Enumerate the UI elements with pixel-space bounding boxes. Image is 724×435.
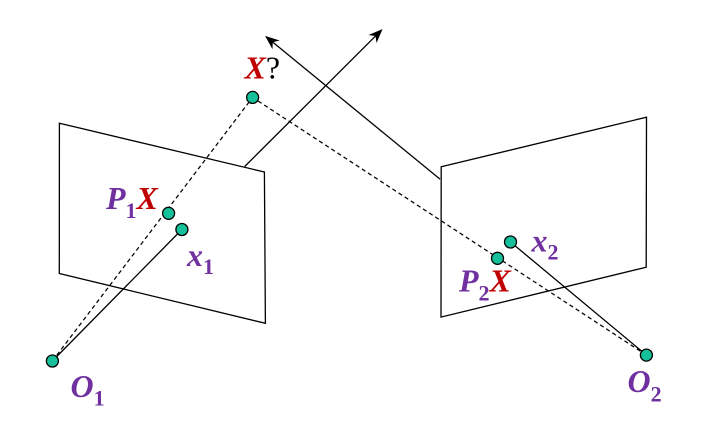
svg-text:x1: x1: [186, 237, 214, 279]
svg-text:O2: O2: [628, 363, 662, 407]
svg-text:x2: x2: [531, 223, 559, 265]
svg-text:O1: O1: [71, 368, 105, 411]
svg-text:X?: X?: [244, 50, 281, 86]
svg-text:P2X: P2X: [458, 262, 512, 305]
svg-text:P1X: P1X: [105, 180, 159, 223]
